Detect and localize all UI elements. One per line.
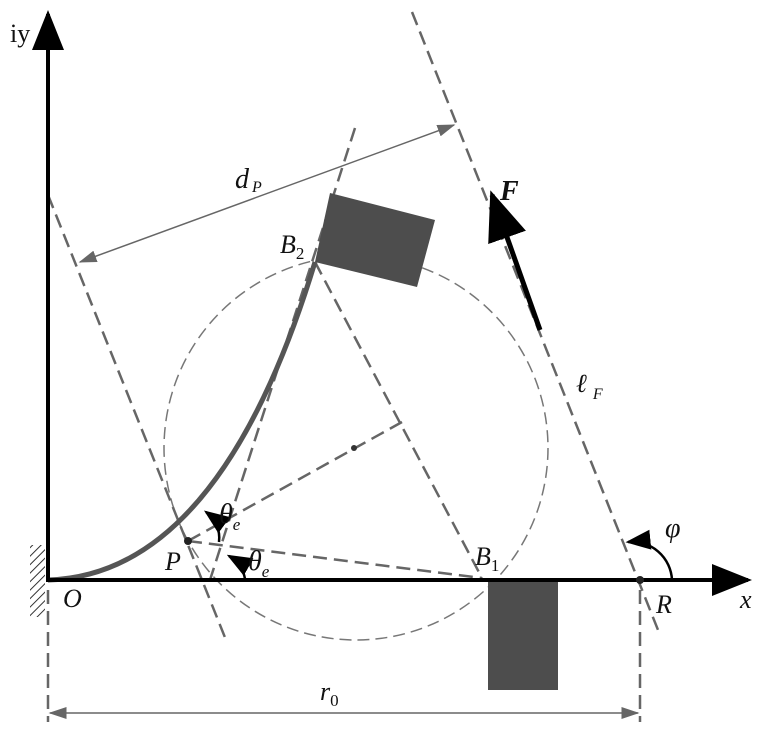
force-label: F [499, 176, 519, 207]
r0-label: r0 [320, 677, 339, 710]
force-line [410, 11, 662, 636]
phi-label: φ [665, 513, 681, 544]
b2-label: B2 [280, 230, 304, 263]
contact-curve [47, 261, 318, 583]
line-p-b1 [187, 539, 483, 580]
phi-arc [625, 529, 674, 581]
origin-label: O [63, 584, 82, 613]
b1-label: B1 [475, 542, 499, 575]
dp-dimension [78, 124, 456, 263]
theta-bottom-label: θe [248, 546, 270, 581]
wall-hatch [30, 545, 45, 617]
force-arrow [488, 190, 543, 331]
theta-top-label: θe [219, 499, 241, 534]
point-r [636, 576, 644, 584]
y-axis-label: iy [10, 19, 30, 48]
r-label: R [655, 590, 672, 619]
line-b2-b1 [313, 261, 484, 579]
normal-line-p [46, 194, 228, 641]
point-p [184, 537, 192, 545]
theta-arc-bottom [226, 554, 254, 580]
center-point [351, 445, 357, 451]
block-b2 [315, 193, 435, 287]
p-label: P [164, 547, 181, 576]
block-b1 [488, 580, 558, 690]
x-axis-label: x [739, 585, 752, 614]
theta-arc-top [203, 510, 231, 543]
